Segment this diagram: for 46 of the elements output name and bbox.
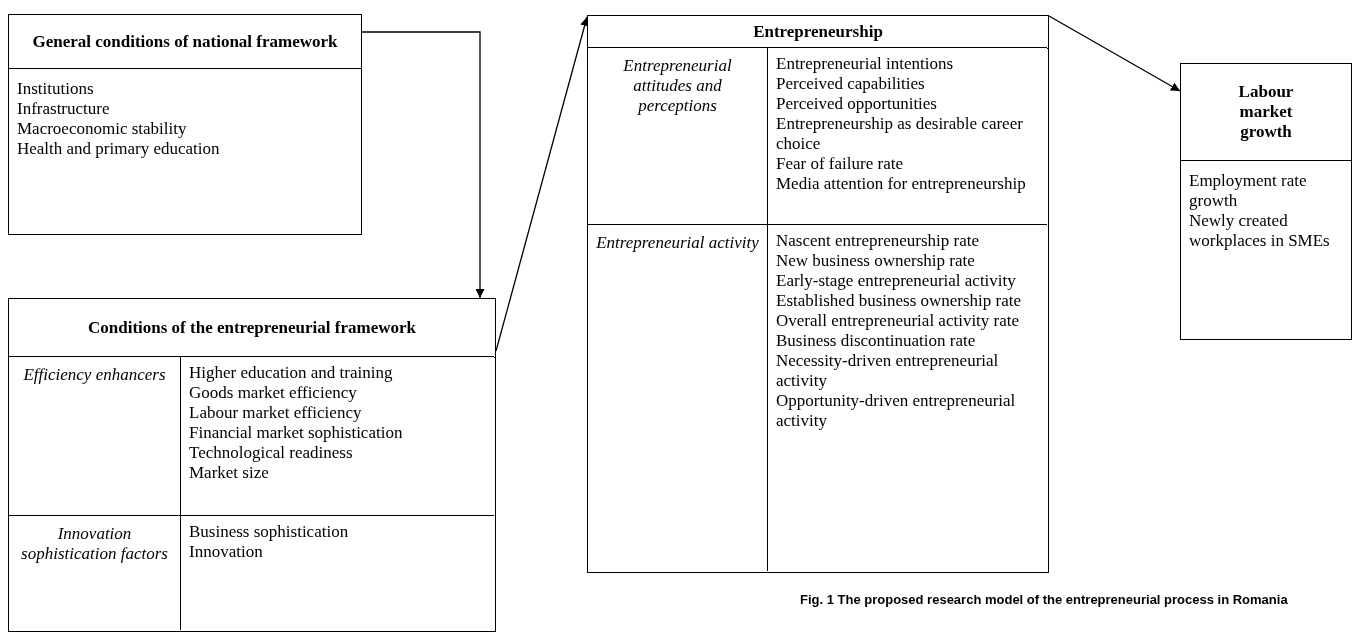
category-cell — [588, 47, 768, 224]
list-item: Financial market sophistication — [189, 423, 404, 443]
list-item: Perceived capabilities — [776, 74, 926, 94]
category-label: Innovation sophistication factors — [20, 524, 169, 564]
category-label: Entrepreneurial activity — [596, 233, 759, 253]
list-item: Entrepreneurial intentions — [776, 54, 955, 74]
category-cell — [588, 224, 768, 571]
list-item: Established business ownership rate — [776, 291, 1023, 311]
list-item: Nascent entrepreneurship rate — [776, 231, 980, 251]
list-item: Infrastructure — [17, 99, 111, 119]
list-item: Higher education and training — [189, 363, 394, 383]
framework-box — [8, 14, 362, 235]
list-item: Early-stage entrepreneurial activity — [776, 271, 1017, 291]
list-item: Labour market efficiency — [189, 403, 363, 423]
list-item: Goods market efficiency — [189, 383, 358, 403]
list-item: Technological readiness — [189, 443, 354, 463]
list-item: Overall entrepreneurial activity rate — [776, 311, 1021, 331]
list-item: Innovation — [189, 542, 264, 562]
framework-box — [587, 15, 1049, 573]
list-item: Necessity-driven entrepreneurial activity — [776, 351, 1000, 391]
arrow — [1048, 15, 1181, 92]
list-item: Entrepreneurship as desirable career choice — [776, 114, 1024, 154]
outcome-box — [1180, 63, 1352, 340]
category-cell — [9, 515, 181, 630]
heading: Labour market growth — [1181, 64, 1351, 161]
list-item: New business ownership rate — [776, 251, 976, 271]
list-item: Market size — [189, 463, 270, 483]
list-item: Business discontinuation rate — [776, 331, 977, 351]
category-label: Efficiency enhancers — [22, 365, 167, 385]
list-item: Opportunity-driven entrepreneurial activity — [776, 391, 1017, 431]
list-item: Business sophistication — [189, 522, 350, 542]
heading: General conditions of national framework — [9, 15, 361, 69]
list-item: Institutions — [17, 79, 95, 99]
list-item: Macroeconomic stability — [17, 119, 188, 139]
category-label: Entrepreneurial attitudes and perceptions — [622, 56, 733, 116]
arrow — [495, 16, 589, 352]
framework-box — [8, 298, 496, 632]
list-item: Newly created workplaces in SMEs — [1189, 211, 1331, 251]
list-item: Media attention for entrepreneurship — [776, 174, 1027, 194]
list-item: Health and primary education — [17, 139, 221, 159]
category-cell — [9, 356, 181, 515]
arrow — [361, 31, 485, 299]
list-item: Fear of failure rate — [776, 154, 904, 174]
list-item: Perceived opportunities — [776, 94, 938, 114]
list-item: Employment rate growth — [1189, 171, 1308, 211]
caption: Fig. 1 The proposed research model of the entrepreneurial process in Romania — [800, 592, 1288, 607]
